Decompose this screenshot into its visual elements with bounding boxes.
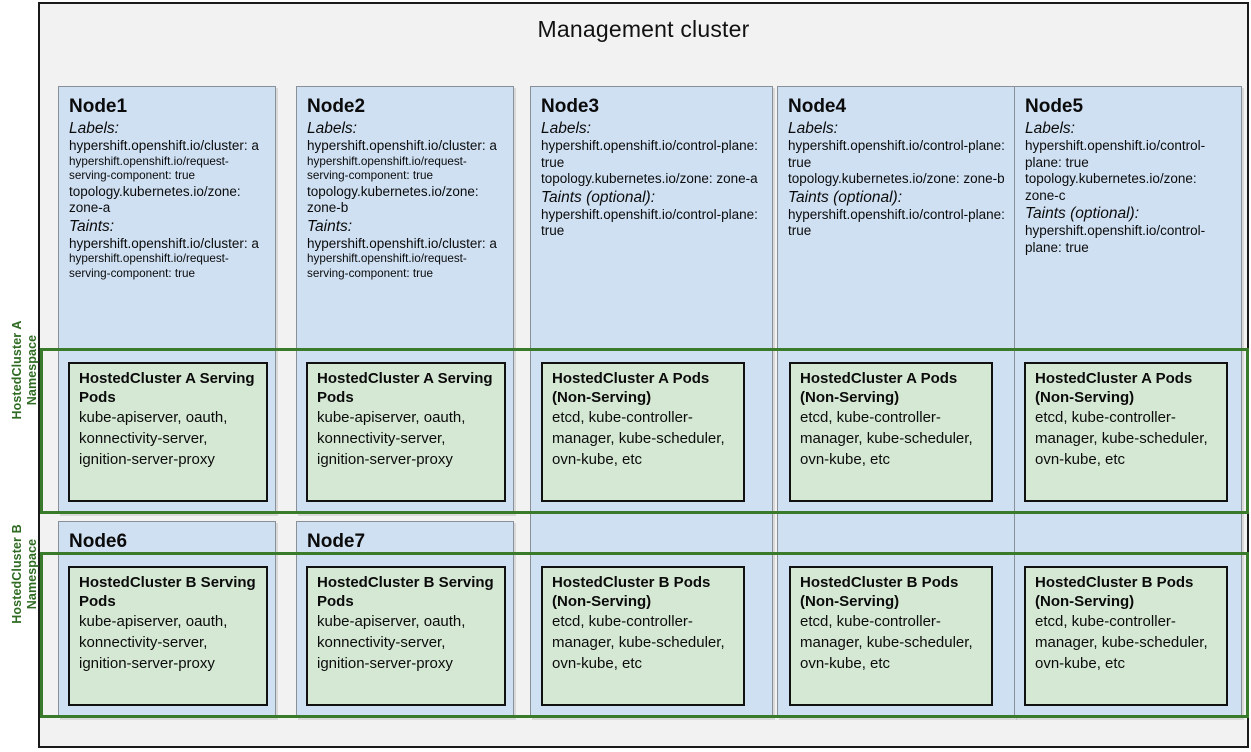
- pod-box-title: HostedCluster B Pods (Non-Serving): [552, 574, 711, 610]
- taint-line: hypershift.openshift.io/request-serving-…: [307, 252, 467, 280]
- pod-box-nonserving-b-node3: HostedCluster B Pods (Non-Serving) etcd,…: [541, 566, 745, 706]
- pod-box-title: HostedCluster A Serving Pods: [79, 370, 255, 406]
- pod-box-nonserving-a-node4: HostedCluster A Pods (Non-Serving) etcd,…: [789, 362, 993, 502]
- node-metadata: Labels: hypershift.openshift.io/cluster:…: [69, 119, 266, 281]
- node-title: Node2: [307, 96, 366, 117]
- pod-box-list: kube-apiserver, oauth, konnectivity-serv…: [79, 409, 228, 468]
- namespace-label-b: HostedCluster B Namespace: [10, 496, 44, 652]
- taint-line: hypershift.openshift.io/cluster: a: [307, 235, 497, 251]
- pod-box-serving-b-node6: HostedCluster B Serving Pods kube-apiser…: [68, 566, 268, 706]
- pod-box-list: etcd, kube-controller-manager, kube-sche…: [800, 409, 973, 468]
- namespace-label-line2: Namespace: [25, 334, 39, 406]
- pod-box-list: etcd, kube-controller-manager, kube-sche…: [800, 613, 973, 672]
- node-title: Node1: [69, 96, 128, 117]
- pod-box-title: HostedCluster B Pods (Non-Serving): [1035, 574, 1194, 610]
- label-line: hypershift.openshift.io/request-serving-…: [307, 154, 467, 183]
- pod-box-list: etcd, kube-controller-manager, kube-sche…: [1035, 409, 1208, 468]
- node-metadata: Labels: hypershift.openshift.io/control-…: [788, 119, 1005, 240]
- pod-box-title: HostedCluster B Serving Pods: [317, 574, 494, 610]
- management-cluster-title: Management cluster: [537, 16, 750, 42]
- label-line: topology.kubernetes.io/zone: zone-b: [307, 183, 479, 216]
- pod-box-list: etcd, kube-controller-manager, kube-sche…: [552, 613, 725, 672]
- taints-heading: Taints (optional):: [1025, 205, 1140, 222]
- labels-heading: Labels:: [69, 120, 119, 137]
- label-line: hypershift.openshift.io/control-plane: t…: [541, 138, 758, 170]
- node-title: Node4: [788, 96, 847, 117]
- pod-box-nonserving-b-node5: HostedCluster B Pods (Non-Serving) etcd,…: [1024, 566, 1228, 706]
- namespace-label-line1: HostedCluster A: [10, 320, 24, 420]
- pod-box-title: HostedCluster B Pods (Non-Serving): [800, 574, 959, 610]
- pod-box-title: HostedCluster A Serving Pods: [317, 370, 493, 406]
- pod-box-title: HostedCluster A Pods (Non-Serving): [552, 370, 710, 406]
- taints-heading: Taints:: [307, 217, 353, 235]
- pod-box-serving-b-node7: HostedCluster B Serving Pods kube-apiser…: [306, 566, 506, 706]
- pod-box-list: kube-apiserver, oauth, konnectivity-serv…: [317, 613, 466, 672]
- namespace-label-a: HostedCluster A Namespace: [10, 292, 44, 448]
- node-title: Node3: [541, 96, 600, 117]
- node-metadata: Labels: hypershift.openshift.io/control-…: [1025, 119, 1232, 256]
- pod-box-title: HostedCluster A Pods (Non-Serving): [800, 370, 958, 406]
- taint-line: hypershift.openshift.io/cluster: a: [69, 235, 259, 251]
- node-metadata: Labels: hypershift.openshift.io/control-…: [541, 119, 763, 240]
- labels-heading: Labels:: [307, 120, 357, 137]
- node-metadata: Labels: hypershift.openshift.io/cluster:…: [307, 119, 504, 281]
- pod-box-nonserving-a-node3: HostedCluster A Pods (Non-Serving) etcd,…: [541, 362, 745, 502]
- namespace-label-line1: HostedCluster B: [10, 524, 24, 624]
- pod-box-title: HostedCluster B Serving Pods: [79, 574, 256, 610]
- node-title: Node5: [1025, 96, 1084, 117]
- pod-box-nonserving-b-node4: HostedCluster B Pods (Non-Serving) etcd,…: [789, 566, 993, 706]
- pod-box-list: etcd, kube-controller-manager, kube-sche…: [552, 409, 725, 468]
- pod-box-list: kube-apiserver, oauth, konnectivity-serv…: [79, 613, 228, 672]
- label-line: hypershift.openshift.io/cluster: a: [69, 138, 259, 153]
- pod-box-title: HostedCluster A Pods (Non-Serving): [1035, 370, 1193, 406]
- taint-line: hypershift.openshift.io/control-plane: t…: [541, 206, 758, 239]
- pod-box-serving-a-node2: HostedCluster A Serving Pods kube-apiser…: [306, 362, 506, 502]
- pod-box-list: etcd, kube-controller-manager, kube-sche…: [1035, 613, 1208, 672]
- labels-heading: Labels:: [1025, 120, 1075, 137]
- taints-heading: Taints:: [69, 217, 115, 235]
- namespace-label-line2: Namespace: [25, 538, 39, 610]
- labels-heading: Labels:: [541, 120, 591, 137]
- label-line: hypershift.openshift.io/control-plane: t…: [788, 138, 1005, 170]
- pod-box-serving-a-node1: HostedCluster A Serving Pods kube-apiser…: [68, 362, 268, 502]
- taint-line: hypershift.openshift.io/control-plane: t…: [1025, 223, 1206, 255]
- taints-heading: Taints (optional):: [541, 188, 656, 206]
- labels-heading: Labels:: [788, 120, 838, 137]
- node-title: Node6: [69, 531, 128, 552]
- taint-line: hypershift.openshift.io/request-serving-…: [69, 252, 229, 280]
- label-line: hypershift.openshift.io/request-serving-…: [69, 154, 229, 183]
- pod-box-nonserving-a-node5: HostedCluster A Pods (Non-Serving) etcd,…: [1024, 362, 1228, 502]
- label-line: topology.kubernetes.io/zone: zone-c: [1025, 171, 1197, 203]
- label-line: topology.kubernetes.io/zone: zone-a: [69, 183, 241, 216]
- node-title: Node7: [307, 531, 366, 552]
- label-line: hypershift.openshift.io/cluster: a: [307, 138, 497, 153]
- pod-box-list: kube-apiserver, oauth, konnectivity-serv…: [317, 409, 466, 468]
- taints-heading: Taints (optional):: [788, 188, 903, 206]
- taint-line: hypershift.openshift.io/control-plane: t…: [788, 206, 1005, 239]
- label-line: topology.kubernetes.io/zone: zone-a: [541, 171, 758, 186]
- label-line: topology.kubernetes.io/zone: zone-b: [788, 171, 1005, 186]
- label-line: hypershift.openshift.io/control-plane: t…: [1025, 138, 1206, 170]
